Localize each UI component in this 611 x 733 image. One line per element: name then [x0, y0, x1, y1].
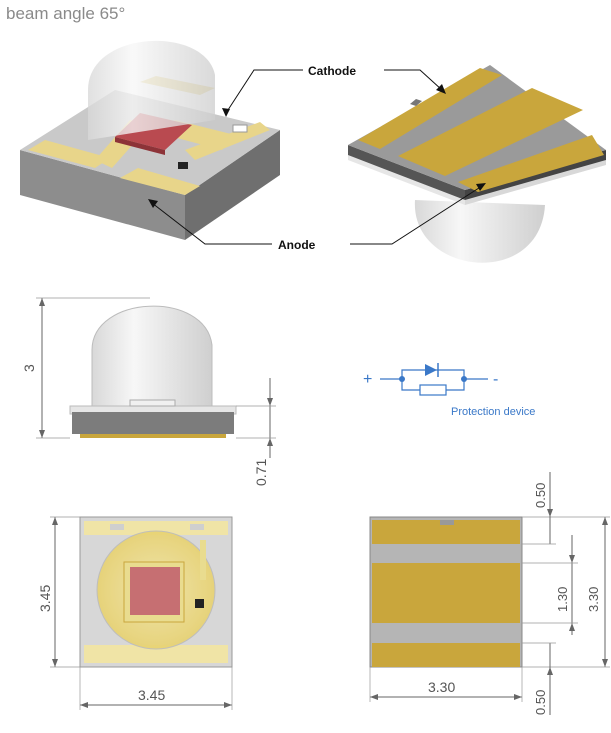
diagram-title: beam angle 65° [6, 4, 126, 23]
dim-height-total: 3 [21, 364, 37, 372]
dim-pad-mid: 1.30 [555, 587, 570, 612]
protection-chip [178, 162, 188, 169]
schematic-minus: - [493, 371, 498, 388]
dim-pad-bottom: 0.50 [533, 690, 548, 715]
top-die [130, 567, 180, 615]
cathode-pad-a [358, 68, 502, 149]
iso-top-view [20, 40, 280, 240]
dim-bottom-height: 3.30 [586, 587, 601, 612]
anode-pad-b [458, 135, 604, 192]
callouts: Cathode Anode [148, 64, 486, 252]
dim-base-thickness: 0.71 [253, 459, 269, 486]
bottom-pad-bottom [372, 643, 520, 667]
bottom-view: 3.30 0.50 1.30 0.50 3.30 [369, 472, 610, 715]
protection-schematic: + - Protection device [363, 363, 535, 418]
dome-lens [88, 40, 215, 140]
bottom-pad-center [372, 563, 520, 623]
protection-device-label: Protection device [451, 406, 535, 418]
iso-bottom-view [348, 65, 606, 263]
thermal-pad [398, 88, 583, 176]
dim-bottom-width: 3.30 [428, 679, 455, 695]
side-view: 3 0.71 [21, 297, 276, 486]
schematic-plus: + [363, 371, 372, 388]
top-view: 3.45 3.45 [37, 516, 233, 710]
dim-top-width: 3.45 [138, 687, 165, 703]
diode-symbol [425, 364, 437, 376]
dim-pad-top: 0.50 [533, 483, 548, 508]
dim-top-height: 3.45 [37, 585, 53, 612]
anode-label: Anode [278, 238, 316, 252]
cathode-label: Cathode [308, 64, 356, 78]
resistor-symbol [419, 384, 447, 396]
dome-underside [414, 200, 545, 263]
